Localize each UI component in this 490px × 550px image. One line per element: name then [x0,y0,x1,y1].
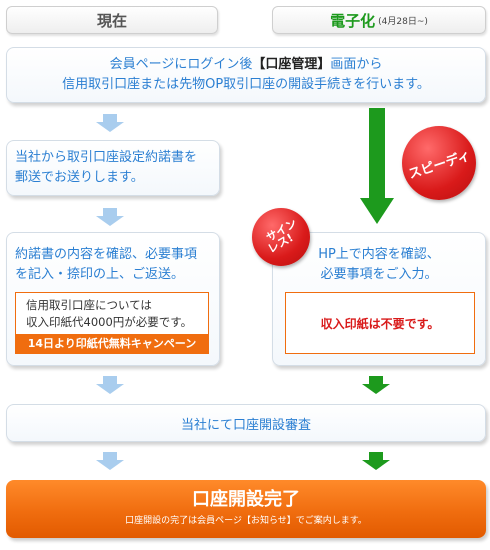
step-complete: 口座開設完了 口座開設の完了は会員ページ【お知らせ】でご案内します。 [6,480,486,538]
header-electronic-label: 電子化 [330,11,376,30]
stamp-note-line2: 収入印紙代4000円が必要です。 [26,315,193,329]
step-mail-agreement: 当社から取引口座設定約諾書を 郵送でお送りします。 [6,140,220,196]
arrow-down-right-long [360,108,394,228]
step-online-input: HP上で内容を確認、 必要事項をご入力。 収入印紙は不要です。 [272,232,486,366]
step-login-prefix: 会員ページにログイン後 [109,57,253,72]
header-current: 現在 [6,6,218,34]
header-current-label: 現在 [96,11,127,30]
no-stamp-note-box: 収入印紙は不要です。 [285,292,475,354]
step-review-label: 当社にて口座開設審査 [180,417,311,433]
step-return-line1: 約諾書の内容を確認、必要事項 [15,247,198,262]
step-mail-line1: 当社から取引口座設定約諾書を [15,150,198,165]
step-online-line1: HP上で内容を確認、 [318,247,440,262]
arrow-down-right-1 [362,376,390,394]
signless-badge: サイン レス! [252,208,310,266]
step-login: 会員ページにログイン後【口座管理】画面から 信用取引口座または先物OP取引口座の… [6,47,486,103]
complete-title: 口座開設完了 [192,489,300,510]
arrow-down-left-1 [96,114,124,132]
step-return-line2: を記入・捺印の上、ご返送。 [15,267,185,282]
arrow-down-left-2 [96,208,124,226]
step-login-line1: 会員ページにログイン後【口座管理】画面から [7,55,485,75]
stamp-note-line1: 信用取引口座については [26,298,152,312]
arrow-down-left-4 [96,452,124,470]
step-online-line2: 必要事項をご入力。 [320,267,438,282]
arrow-down-left-3 [96,376,124,394]
step-login-line2: 信用取引口座または先物OP取引口座の開設手続きを行います。 [62,77,430,92]
header-electronic: 電子化 (4月28日~) [272,6,486,34]
campaign-banner: 14日より印紙代無料キャンペーン [16,334,208,353]
step-login-suffix: 画面から [330,57,383,72]
no-stamp-note: 収入印紙は不要です。 [320,316,440,331]
complete-subtitle: 口座開設の完了は会員ページ【お知らせ】でご案内します。 [125,516,367,526]
step-review: 当社にて口座開設審査 [6,404,486,442]
speedy-badge-text: スピーディ [406,147,473,182]
header-electronic-date: (4月28日~) [378,16,428,27]
step-return-agreement: 約諾書の内容を確認、必要事項 を記入・捺印の上、ご返送。 信用取引口座については… [6,232,220,366]
stamp-note-box: 信用取引口座については 収入印紙代4000円が必要です。 14日より印紙代無料キ… [15,292,209,354]
step-mail-line2: 郵送でお送りします。 [15,170,144,185]
speedy-badge: スピーディ [402,126,476,200]
arrow-down-right-2 [362,452,390,470]
step-login-highlight: 【口座管理】 [252,57,331,72]
